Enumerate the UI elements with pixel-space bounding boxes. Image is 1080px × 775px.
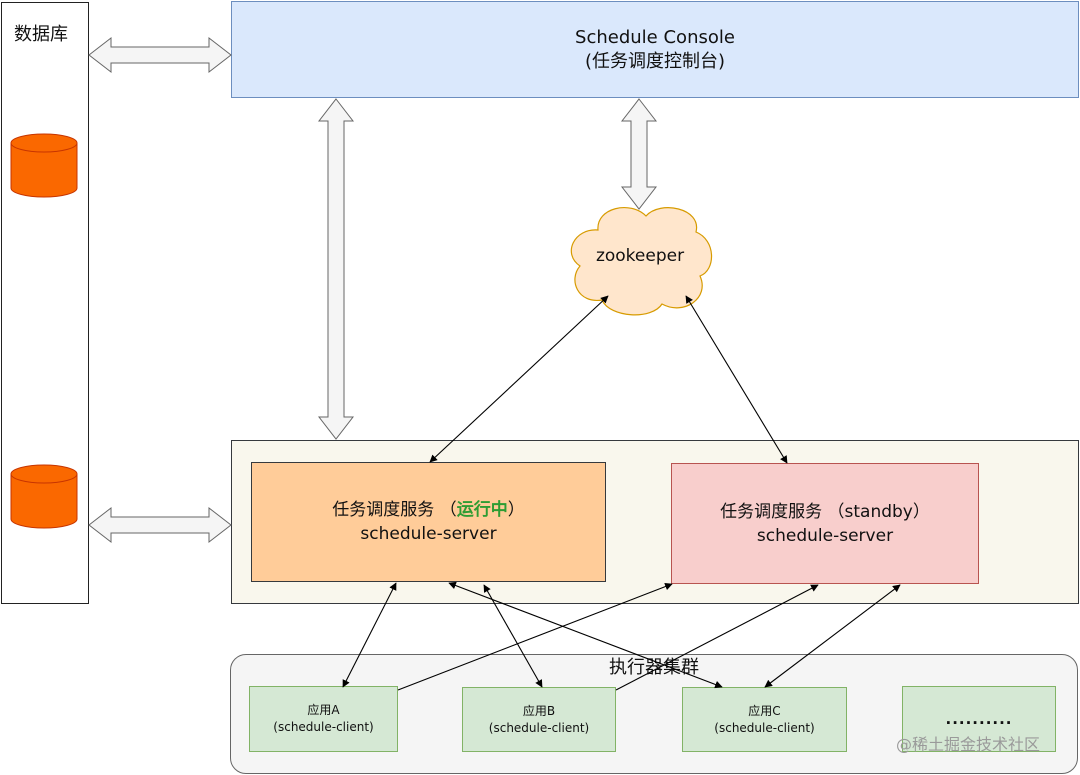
console-title: Schedule Console — [575, 26, 735, 48]
db-console-double-arrow — [88, 36, 232, 74]
console-zookeeper-double-arrow — [620, 98, 658, 210]
schedule-console-box: Schedule Console (任务调度控制台) — [231, 1, 1079, 98]
database-cylinder-icon — [10, 464, 78, 529]
client-app-a-sub: (schedule-client) — [273, 720, 374, 734]
running-status: 运行中 — [456, 500, 508, 520]
server-standby-sub: schedule-server — [756, 525, 894, 546]
client-app-c-name: 应用C — [748, 703, 781, 718]
connection-arrows — [342, 295, 901, 691]
client-app-more: .......... — [902, 686, 1056, 752]
scheduler-server-standby: 任务调度服务 （standby） schedule-server — [671, 463, 979, 584]
client-app-c: 应用C (schedule-client) — [682, 687, 847, 752]
console-server-double-arrow — [317, 98, 355, 440]
client-app-a: 应用A (schedule-client) — [249, 686, 398, 752]
client-app-more-label: .......... — [945, 709, 1013, 728]
client-app-c-sub: (schedule-client) — [714, 720, 815, 735]
server-active-sub: schedule-server — [360, 524, 497, 544]
db-server-double-arrow — [88, 506, 232, 544]
server-active-name: 任务调度服务 （ — [332, 500, 457, 520]
client-app-b: 应用B (schedule-client) — [462, 687, 616, 752]
watermark: @稀土掘金技术社区 — [896, 735, 1041, 754]
database-cylinder-icon — [10, 133, 78, 198]
database-title: 数据库 — [14, 24, 68, 45]
client-app-b-sub: (schedule-client) — [488, 720, 590, 735]
client-app-a-name: 应用A — [307, 703, 340, 717]
client-app-b-name: 应用B — [522, 703, 556, 718]
zookeeper-label: zookeeper — [595, 246, 685, 266]
server-standby-title: 任务调度服务 （standby） — [720, 501, 930, 522]
server-active-title: 任务调度服务 （运行中） — [332, 498, 524, 522]
console-subtitle: (任务调度控制台) — [584, 50, 726, 72]
server-active-close: ） — [507, 500, 525, 520]
scheduler-server-active: 任务调度服务 （运行中） schedule-server — [251, 462, 606, 582]
